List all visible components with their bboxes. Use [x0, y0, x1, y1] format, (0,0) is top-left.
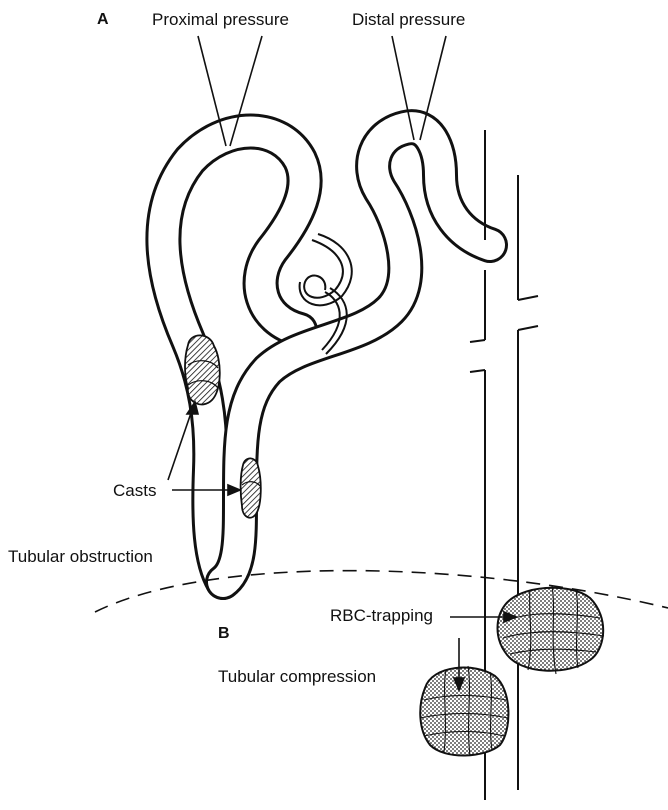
rbc-cluster-upper [498, 586, 605, 674]
distal-pressure-label: Distal pressure [352, 11, 465, 28]
cast-lower [241, 458, 261, 517]
proximal-pressure-label: Proximal pressure [152, 11, 289, 28]
casts-label: Casts [113, 482, 156, 499]
tubular-compression-label: Tubular compression [218, 668, 376, 685]
rbc-trapping-label: RBC-trapping [330, 607, 433, 624]
panel-label-b: B [218, 626, 230, 642]
panel-label-a: A [97, 12, 109, 28]
tubular-obstruction-label: Tubular obstruction [8, 548, 153, 565]
cast-upper [185, 335, 220, 404]
